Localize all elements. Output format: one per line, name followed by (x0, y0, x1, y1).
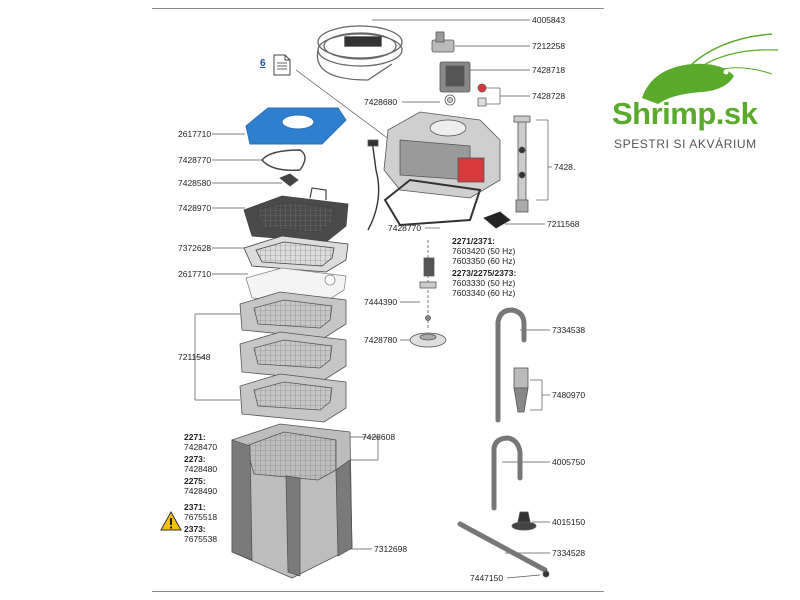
hose-coil (316, 25, 403, 81)
label-7428-partial: 7428․ (554, 162, 576, 172)
label-7212258: 7212258 (532, 41, 566, 51)
label-7428770-pump: 7428770 (388, 223, 422, 233)
label-4005843: 4005843 (532, 15, 566, 25)
canister-model-2273: 2273: (184, 454, 206, 464)
warning-icon (160, 511, 182, 531)
motor-value-2: 7603350 (60 Hz) (452, 256, 516, 266)
brand-slogan: SPESTRI SI AKVÁRIUM (614, 137, 757, 151)
fine-tray (243, 235, 349, 273)
valve-block (431, 31, 471, 106)
intake-tube (513, 115, 531, 213)
motor-header-2: 2273/2275/2373: (452, 268, 517, 278)
label-4005750: 4005750 (552, 457, 586, 467)
foot-part (483, 211, 511, 229)
canister-code-2373: 7675538 (184, 534, 218, 544)
canister-code-2371: 7675518 (184, 512, 218, 522)
seal-ring (261, 149, 306, 171)
label-7312698: 7312698 (374, 544, 408, 554)
basket-3 (239, 373, 347, 423)
canister-code-2275: 7428490 (184, 486, 218, 496)
label-7211548: 7211548 (178, 352, 211, 362)
small-red-parts (477, 83, 487, 107)
canister-model-2275: 2275: (184, 476, 206, 486)
label-7428970: 7428970 (178, 203, 212, 213)
basket-1 (239, 291, 347, 339)
document-icon[interactable] (272, 54, 292, 76)
label-7428718: 7428718 (532, 65, 566, 75)
canister-model-2373: 2373: (184, 524, 206, 534)
pump-head (367, 111, 501, 231)
label-7428770-seal: 7428770 (178, 155, 212, 165)
document-link-number[interactable]: 6 (260, 58, 266, 69)
label-7428780: 7428780 (364, 335, 398, 345)
motor-variants: 2271/2371: 7603420 (50 Hz) 7603350 (60 H… (452, 236, 516, 298)
canister-code-2271: 7428470 (184, 442, 218, 452)
label-7334528: 7334528 (552, 548, 586, 558)
top-basket (243, 187, 349, 243)
motor-value-4: 7603340 (60 Hz) (452, 288, 516, 298)
top-rule (152, 8, 604, 9)
bottom-rule (152, 591, 604, 592)
impeller-parts (409, 240, 447, 348)
label-7447150: 7447150 (470, 573, 504, 583)
brand-name[interactable]: Shrimp.sk (612, 96, 758, 131)
canister-model-2271: 2271: (184, 432, 206, 442)
shrimp-logo-icon (642, 33, 779, 104)
label-7444390: 7444390 (364, 297, 398, 307)
label-7428608: 7428608 (362, 432, 396, 442)
motor-value-1: 7603420 (50 Hz) (452, 246, 516, 256)
label-7334538: 7334538 (552, 325, 586, 335)
blue-pad (245, 107, 347, 145)
canister-variants: 2271: 7428470 2273: 7428480 2275: 742849… (184, 432, 217, 544)
canister-code-2273: 7428480 (184, 464, 218, 474)
canister-model-2371: 2371: (184, 502, 206, 512)
label-2617710-blue: 2617710 (178, 129, 212, 139)
label-7372628: 7372628 (178, 243, 212, 253)
canister (231, 423, 353, 579)
label-7428680: 7428680 (364, 97, 398, 107)
motor-header-1: 2271/2371: (452, 236, 496, 246)
label-7428580: 7428580 (178, 178, 212, 188)
basket-2 (239, 331, 347, 381)
label-7211568: 7211568 (547, 219, 580, 229)
label-7428728: 7428728 (532, 91, 566, 101)
outlet-pipes (457, 307, 548, 573)
label-7480970: 7480970 (552, 390, 586, 400)
label-2617710-white: 2617710 (178, 269, 212, 279)
motor-value-3: 7603330 (50 Hz) (452, 278, 516, 288)
spray-fittings (511, 367, 550, 578)
label-4015150: 4015150 (552, 517, 586, 527)
small-clip (279, 173, 299, 187)
